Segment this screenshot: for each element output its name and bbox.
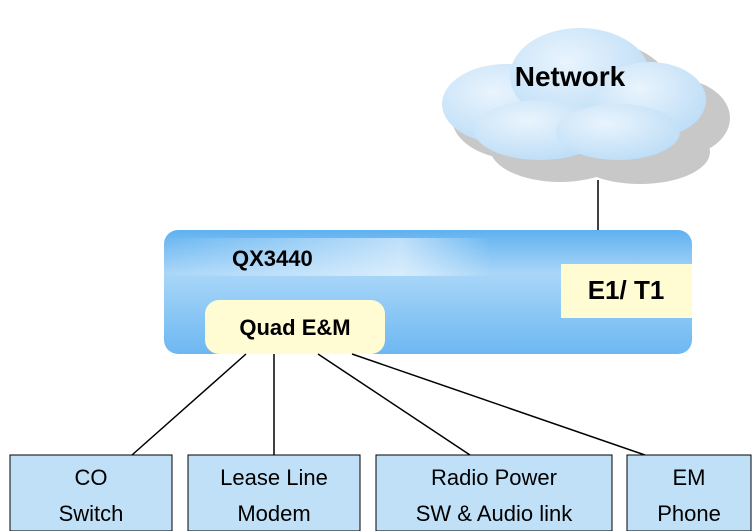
endpoint-line1: CO <box>75 465 108 490</box>
quad-em-label: Quad E&M <box>239 315 350 340</box>
e1-t1-label: E1/ T1 <box>588 275 665 305</box>
endpoint-line2: Phone <box>657 501 721 526</box>
e1-t1-port: E1/ T1 <box>561 264 692 318</box>
cloud-body <box>442 28 706 160</box>
endpoint-line1: Lease Line <box>220 465 328 490</box>
endpoint-co-switch: CO Switch <box>9 454 173 531</box>
endpoint-line2: SW & Audio link <box>416 501 574 526</box>
link-radio-power <box>317 353 471 456</box>
quad-em-port: Quad E&M <box>205 300 385 354</box>
network-label: Network <box>515 61 626 92</box>
device-qx3440: QX3440 E1/ T1 Quad E&M <box>164 230 692 354</box>
endpoint-radio-power: Radio Power SW & Audio link <box>375 454 613 531</box>
link-em-phone <box>351 353 646 456</box>
endpoint-line2: Modem <box>237 501 310 526</box>
endpoint-line1: Radio Power <box>431 465 557 490</box>
endpoint-lease-line-modem: Lease Line Modem <box>187 454 361 531</box>
link-co-switch <box>131 353 247 456</box>
endpoint-line2: Switch <box>59 501 124 526</box>
endpoint-em-phone: EM Phone <box>626 454 752 531</box>
endpoint-line1: EM <box>673 465 706 490</box>
network-cloud: Network <box>442 28 730 184</box>
device-title: QX3440 <box>232 246 313 271</box>
endpoint-links <box>131 353 646 456</box>
